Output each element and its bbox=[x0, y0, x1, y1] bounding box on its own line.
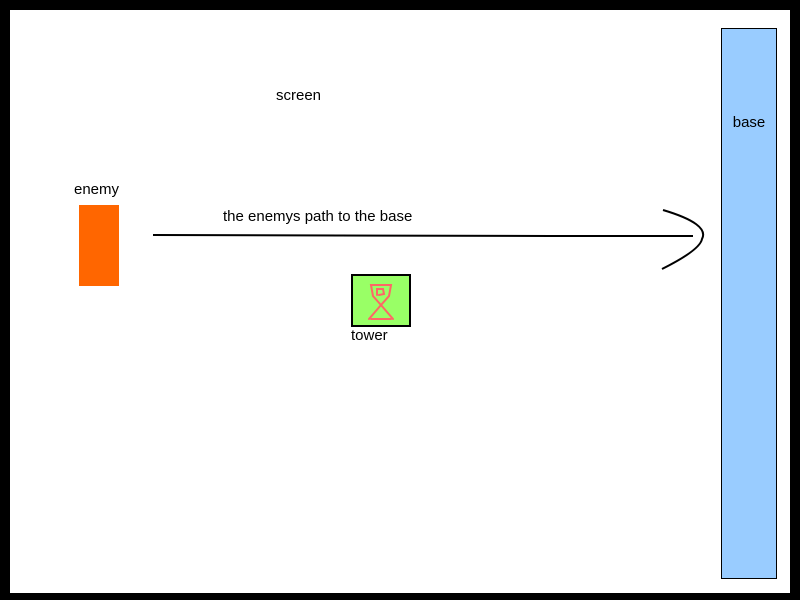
stick-figure-icon bbox=[368, 284, 394, 320]
arrowhead-icon bbox=[661, 209, 705, 270]
tower-label: tower bbox=[351, 327, 388, 344]
tower-block bbox=[351, 274, 411, 327]
screen-area: screen enemy the enemys path to the base… bbox=[10, 10, 790, 593]
screen-label: screen bbox=[276, 87, 322, 104]
base-label: base bbox=[732, 114, 766, 131]
enemy-path bbox=[152, 209, 705, 270]
enemy-label: enemy bbox=[74, 181, 120, 198]
enemy-block bbox=[79, 205, 119, 286]
base-block: base bbox=[721, 28, 777, 579]
path-line bbox=[152, 234, 693, 237]
path-label: the enemys path to the base bbox=[223, 208, 413, 225]
